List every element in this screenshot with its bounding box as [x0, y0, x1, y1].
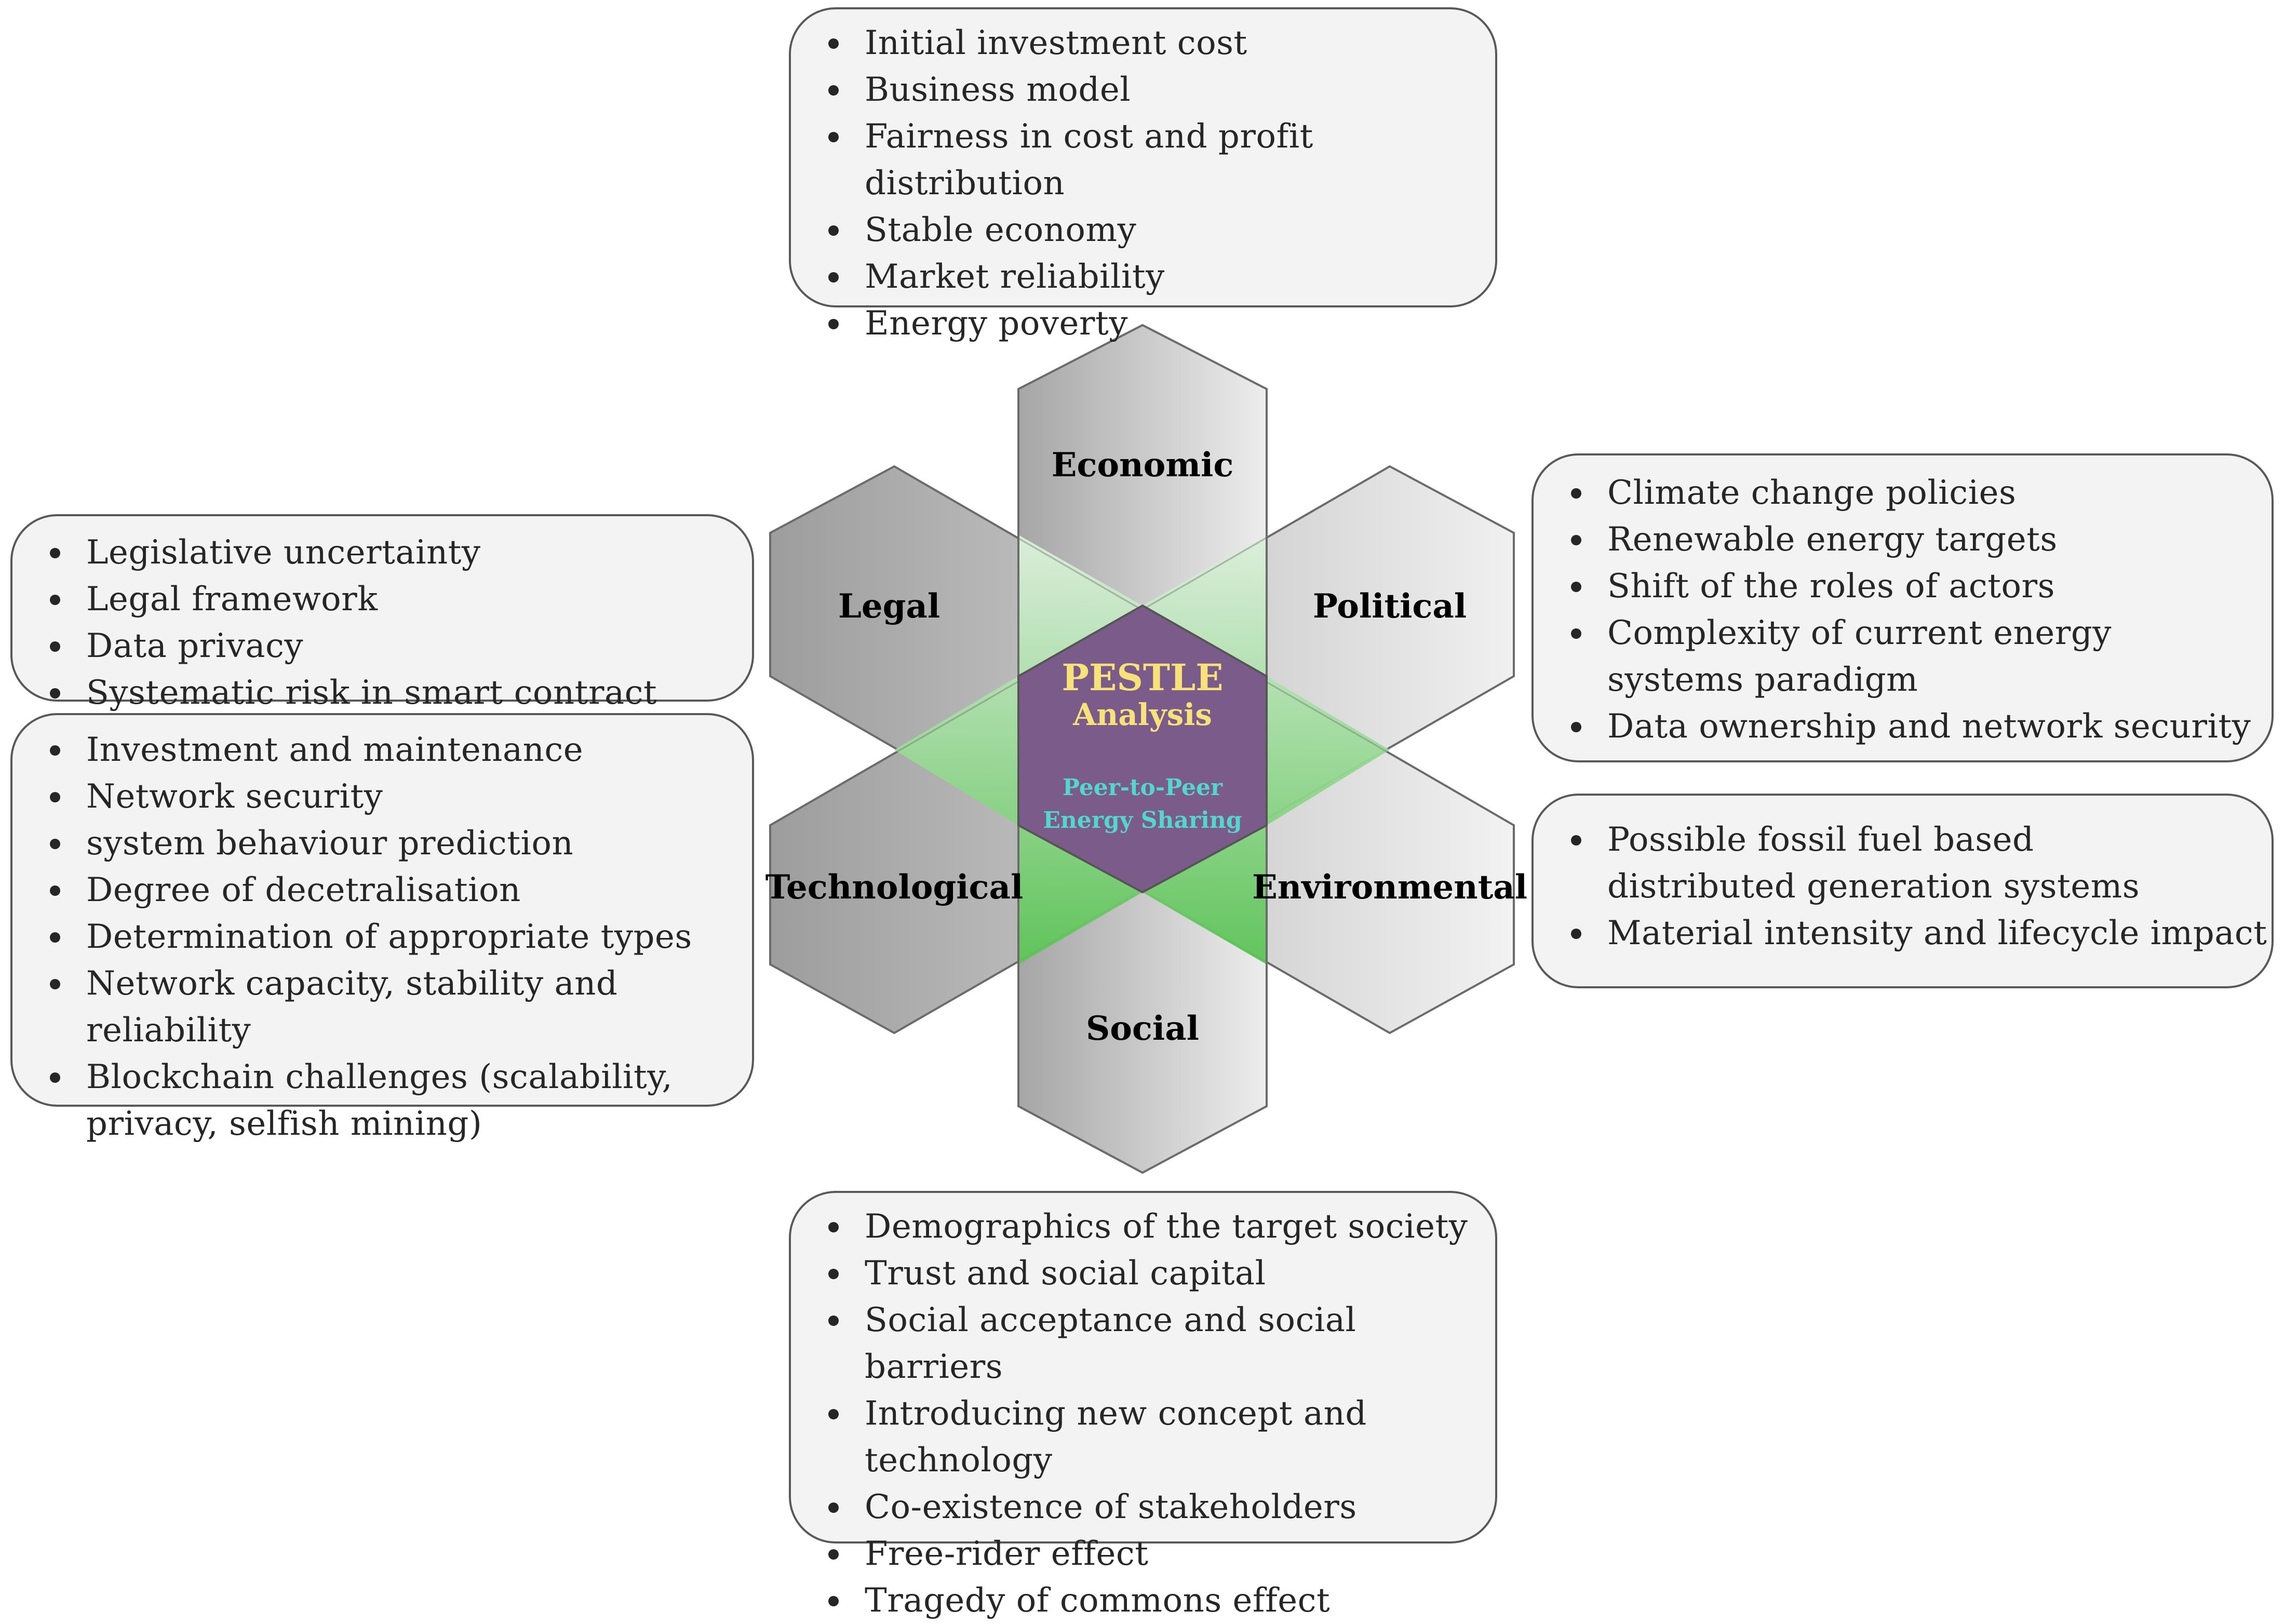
technological-factors-box: Investment and maintenance Network secur… — [10, 713, 754, 1143]
list-item: Free-rider effect — [791, 1531, 1495, 1577]
list-item: Shift of the roles of actors — [1534, 563, 2272, 610]
list-item: Network security — [12, 773, 752, 820]
list-item: Degree of decetralisation — [12, 867, 752, 914]
legal-factors-list: Legislative uncertainty Legal framework … — [12, 529, 752, 716]
environmental-factors-box: Possible fossil fuel based distributed g… — [1531, 794, 2274, 988]
list-item: Initial investment cost — [791, 20, 1495, 66]
list-item: Data ownership and network security — [1534, 703, 2272, 750]
economic-factors-box: Initial investment cost Business model F… — [789, 7, 1497, 343]
center-subtitle: Analysis — [1072, 697, 1212, 732]
list-item: Systematic risk in smart contract — [12, 669, 752, 716]
social-factors-list: Demographics of the target society Trust… — [791, 1203, 1495, 1624]
list-item: Energy poverty — [791, 300, 1495, 347]
political-factors-list: Climate change policies Renewable energy… — [1534, 469, 2272, 750]
environmental-label: Environmental — [1252, 868, 1527, 907]
list-item: Tragedy of commons effect — [791, 1577, 1495, 1624]
economic-label: Economic — [1052, 446, 1234, 485]
list-item: Data privacy — [12, 623, 752, 669]
pestle-diagram: Economic Legal Political Technological E… — [765, 324, 1527, 1174]
social-label: Social — [1086, 1009, 1199, 1048]
list-item: Legal framework — [12, 576, 752, 623]
list-item: Legislative uncertainty — [12, 529, 752, 576]
list-item: Climate change policies — [1534, 469, 2272, 516]
legal-factors-box: Legislative uncertainty Legal framework … — [10, 514, 754, 712]
environmental-factors-list: Possible fossil fuel based distributed g… — [1534, 816, 2272, 957]
center-title: PESTLE — [1062, 656, 1223, 699]
center-hexagon — [1017, 604, 1268, 894]
economic-factors-list: Initial investment cost Business model F… — [791, 20, 1495, 347]
list-item: Market reliability — [791, 253, 1495, 300]
list-item: Determination of appropriate types — [12, 914, 752, 960]
list-item: Fairness in cost and profit distribution — [791, 113, 1495, 207]
list-item: Demographics of the target society — [791, 1203, 1495, 1250]
center-topic-line2: Energy Sharing — [1043, 807, 1242, 834]
list-item: Possible fossil fuel based distributed g… — [1534, 816, 2179, 910]
list-item: Network capacity, stability and reliabil… — [12, 960, 752, 1054]
list-item: Complexity of current energy systems par… — [1534, 610, 2220, 703]
list-item: Co-existence of stakeholders — [791, 1484, 1495, 1531]
technological-label: Technological — [765, 868, 1024, 907]
list-item: system behaviour prediction — [12, 820, 752, 867]
center-topic-line1: Peer-to-Peer — [1063, 774, 1223, 801]
list-item: Trust and social capital — [791, 1250, 1495, 1297]
political-label: Political — [1313, 587, 1467, 626]
technological-factors-list: Investment and maintenance Network secur… — [12, 727, 752, 1147]
legal-label: Legal — [838, 587, 940, 626]
list-item: Renewable energy targets — [1534, 516, 2272, 563]
list-item: Social acceptance and social barriers — [791, 1297, 1495, 1390]
list-item: Stable economy — [791, 207, 1495, 253]
list-item: Investment and maintenance — [12, 727, 752, 773]
political-factors-box: Climate change policies Renewable energy… — [1531, 453, 2274, 762]
list-item: Introducing new concept and technology — [791, 1390, 1495, 1484]
list-item: Blockchain challenges (scalability, priv… — [12, 1054, 709, 1147]
social-factors-box: Demographics of the target society Trust… — [789, 1191, 1497, 1620]
list-item: Material intensity and lifecycle impact — [1534, 910, 2272, 957]
list-item: Business model — [791, 66, 1495, 113]
